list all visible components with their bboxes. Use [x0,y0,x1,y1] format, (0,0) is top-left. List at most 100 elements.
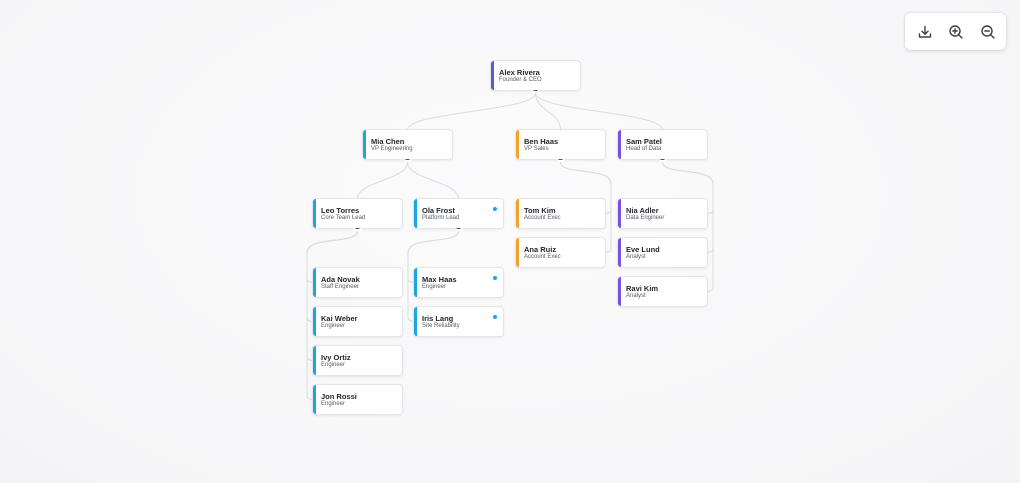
node-name: Ana Ruiz [524,245,557,254]
collapse-toggle[interactable] [354,226,361,231]
node-name: Max Haas [422,275,457,284]
connector-mia [407,92,536,131]
node-accent-bar [313,307,316,336]
status-dot [493,276,497,280]
node-accent-bar [618,238,621,267]
node-accent-bar [618,199,621,228]
minus-icon [533,90,538,91]
minus-icon [558,159,563,160]
node-name: Ben Haas [524,137,559,146]
node-accent-bar [313,385,316,414]
connector-iris [407,230,459,322]
node-accent-bar [414,268,417,297]
status-dot [493,315,497,319]
zoom-in-icon [949,25,963,39]
minus-icon [660,159,665,160]
node-name: Mia Chen [371,137,405,146]
node-name: Tom Kim [524,206,556,215]
node-accent-bar [313,199,316,228]
node-title: Analyst [626,293,646,299]
download-button[interactable] [915,22,935,42]
minus-icon [355,228,360,229]
zoom-out-button[interactable] [978,22,998,42]
node-title: Engineer [321,323,346,329]
node-title: Site Reliability [422,323,460,329]
node-name: Iris Lang [422,314,454,323]
node-name: Nia Adler [626,206,659,215]
minus-icon [405,159,410,160]
node-name: Ravi Kim [626,284,659,293]
collapse-toggle[interactable] [455,226,462,231]
node-accent-bar [618,130,621,159]
node-accent-bar [313,268,316,297]
node-accent-bar [516,199,519,228]
node-title: Engineer [321,401,346,407]
zoom-out-icon [981,25,995,39]
collapse-toggle[interactable] [557,157,564,162]
node-accent-bar [516,130,519,159]
node-title: Account Exec [524,215,561,221]
node-title: Data Engineer [626,215,665,221]
node-name: Sam Patel [626,137,662,146]
node-title: Head of Data [626,146,662,152]
connector-ben [535,92,561,131]
node-name: Eve Lund [626,245,660,254]
node-name: Leo Torres [321,206,360,215]
node-title: Analyst [626,254,646,260]
collapse-toggle[interactable] [659,157,666,162]
node-name: Alex Rivera [499,68,540,77]
connector-sam [535,92,663,131]
zoom-in-button[interactable] [946,22,966,42]
node-title: Staff Engineer [321,284,359,290]
node-title: Account Exec [524,254,561,260]
node-accent-bar [491,61,494,90]
node-accent-bar [363,130,366,159]
node-name: Kai Weber [321,314,358,323]
connector-jon [306,230,358,400]
node-name: Ivy Ortiz [321,353,351,362]
download-icon [918,25,932,38]
node-title: VP Engineering [371,146,413,152]
collapse-toggle[interactable] [404,157,411,162]
minus-icon [456,228,461,229]
node-title: Platform Lead [422,215,460,221]
node-title: Core Team Lead [321,215,366,221]
node-title: Engineer [422,284,447,290]
node-name: Ada Novak [321,275,360,284]
connector-ravi [662,161,714,292]
node-accent-bar [618,277,621,306]
node-title: Founder & CEO [499,77,542,83]
connector-leo [357,161,408,200]
chart-toolbar [905,13,1006,50]
node-accent-bar [414,307,417,336]
status-dot [493,207,497,211]
node-name: Jon Rossi [321,392,357,401]
collapse-toggle[interactable] [532,88,539,93]
node-title: Engineer [321,362,346,368]
node-title: VP Sales [524,146,549,152]
node-accent-bar [414,199,417,228]
connector-ola [407,161,459,200]
connector-ana [560,161,612,253]
node-name: Ola Frost [422,206,455,215]
node-accent-bar [516,238,519,267]
node-accent-bar [313,346,316,375]
